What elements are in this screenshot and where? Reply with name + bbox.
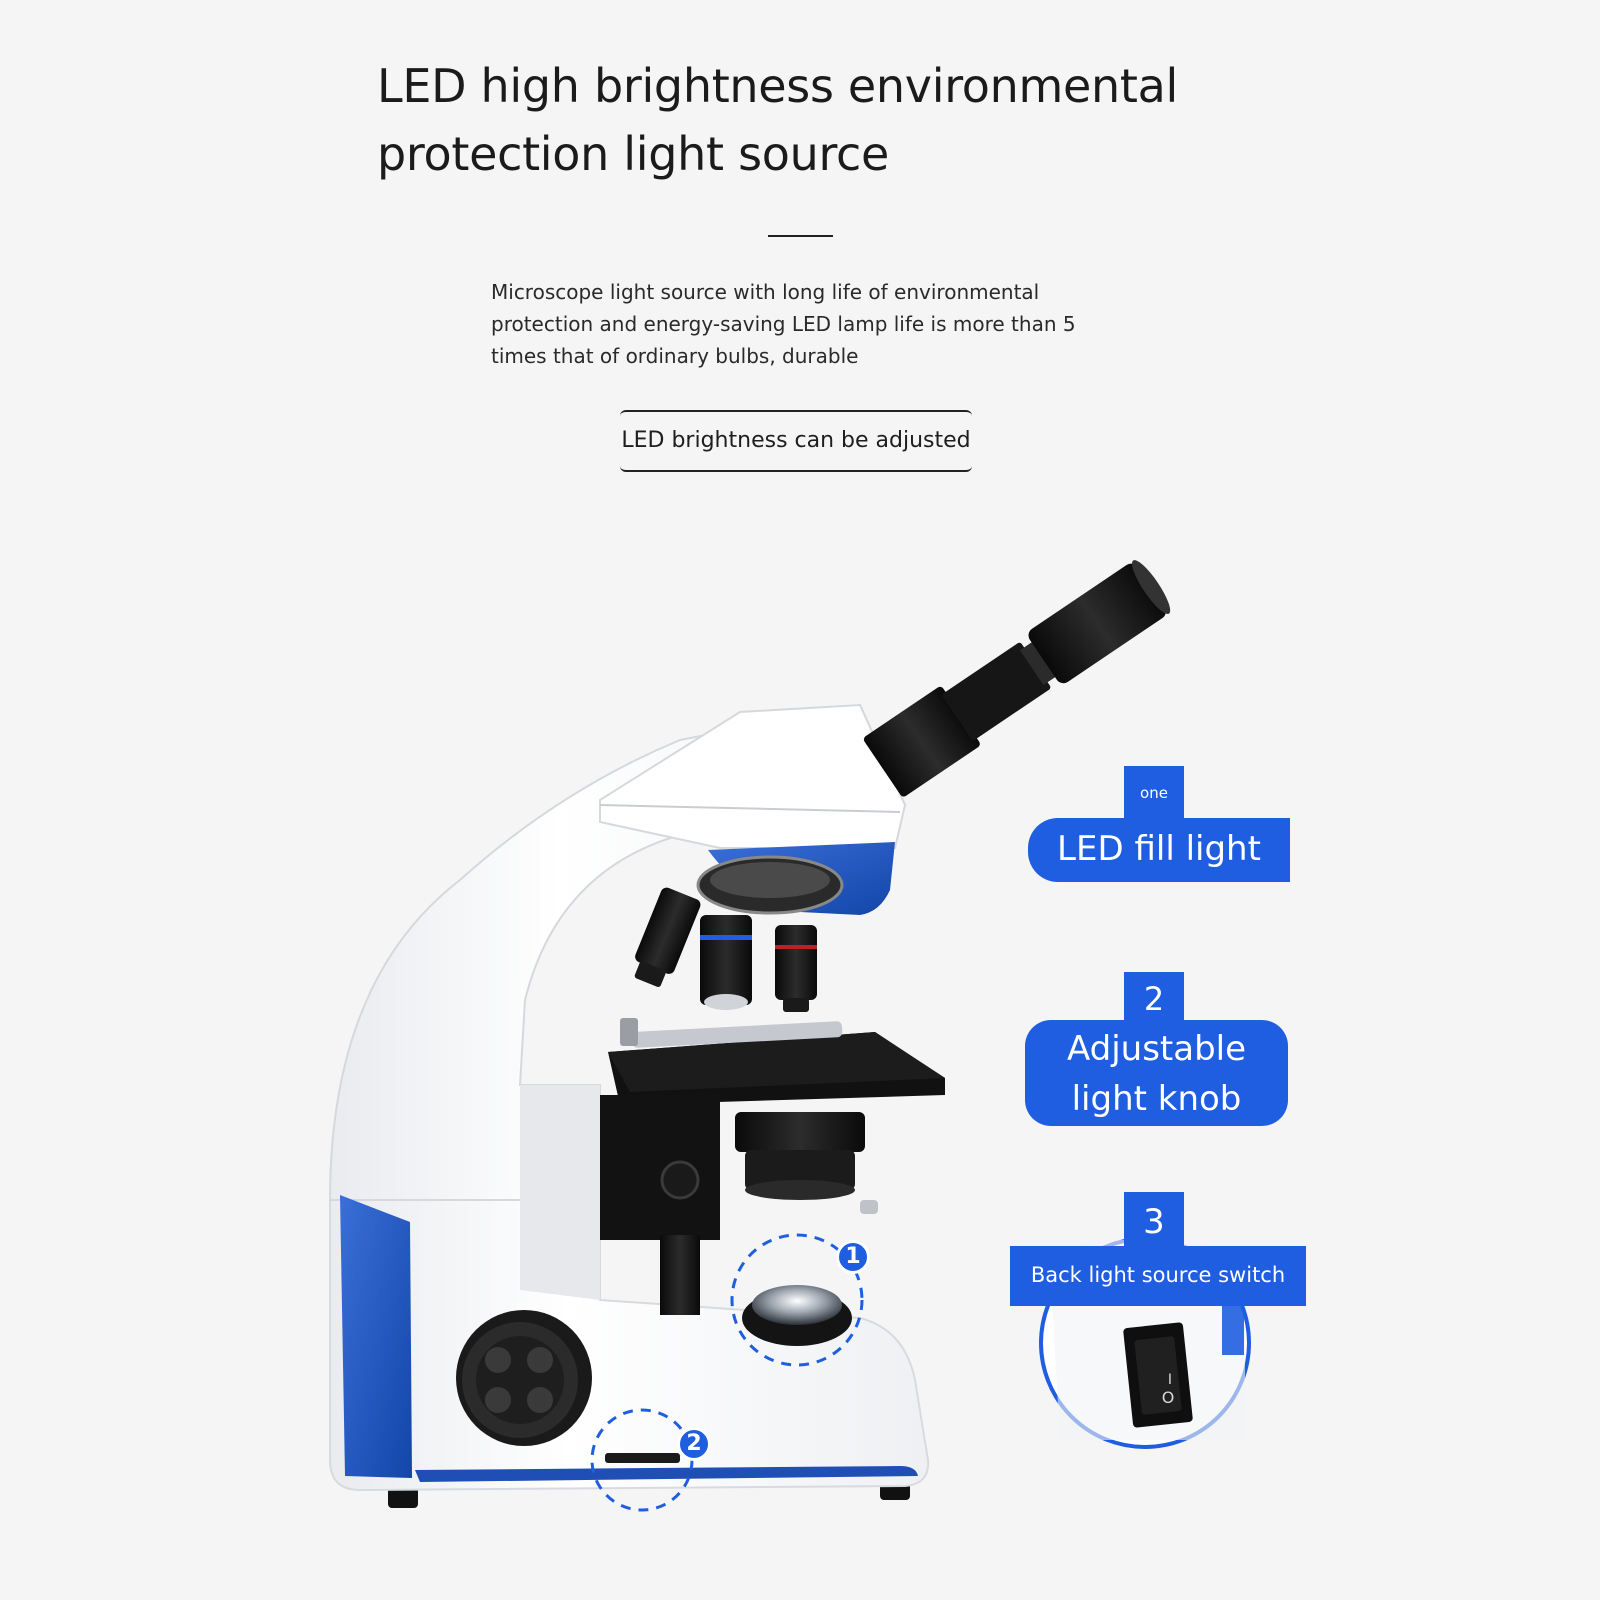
focus-column bbox=[660, 1235, 700, 1315]
feature-2-number: 2 bbox=[1143, 980, 1165, 1018]
coarse-focus-knob bbox=[456, 1310, 592, 1446]
feature-3-number: 3 bbox=[1143, 1202, 1165, 1242]
objective-lenses bbox=[634, 887, 817, 1012]
switch-on-symbol: I bbox=[1167, 1372, 1173, 1388]
arm-shadow bbox=[520, 1085, 600, 1300]
description-line-1: Microscope light source with long life o… bbox=[491, 280, 1040, 304]
feature-1-number-tab bbox=[1124, 766, 1184, 818]
highlight-circle-1 bbox=[730, 1233, 864, 1367]
head-seam bbox=[599, 804, 901, 813]
feature-2-label: Adjustable light knob bbox=[1025, 1024, 1288, 1124]
side-blue-panel bbox=[340, 1195, 412, 1478]
title-line-2: protection light source bbox=[377, 127, 890, 181]
description: Microscope light source with long life o… bbox=[491, 276, 1091, 372]
condenser bbox=[735, 1112, 878, 1214]
page-title: LED high brightness environmental protec… bbox=[377, 52, 1197, 188]
title-line-1: LED high brightness environmental bbox=[377, 59, 1178, 113]
base-blue-trim bbox=[415, 1466, 918, 1482]
brightness-dial bbox=[605, 1453, 680, 1463]
eyepiece bbox=[863, 560, 1171, 797]
marker-badge-2 bbox=[677, 1427, 711, 1461]
marker-label-1: 1 bbox=[845, 1244, 861, 1269]
microscope-arm bbox=[328, 703, 907, 1201]
feature-2-box bbox=[1025, 1020, 1288, 1126]
feature-3-label: Back light source switch bbox=[1030, 1263, 1286, 1287]
highlight-label: LED brightness can be adjusted bbox=[620, 410, 972, 472]
feature-2-number-tab bbox=[1124, 972, 1184, 1022]
feature-1-box bbox=[1028, 818, 1290, 882]
marker-badge-1 bbox=[836, 1240, 870, 1274]
feature-1-label: LED fill light bbox=[1057, 829, 1261, 869]
description-line-3: times that of ordinary bulbs, durable bbox=[491, 344, 859, 368]
stage-block bbox=[600, 1095, 720, 1240]
feature-2-label-line-1: Adjustable bbox=[1066, 1029, 1247, 1069]
feature-1-number: one bbox=[1140, 784, 1168, 802]
feature-3-number-tab bbox=[1124, 1192, 1184, 1248]
switch-off-symbol: O bbox=[1161, 1388, 1175, 1407]
microscope-head bbox=[599, 703, 907, 849]
slide-clip bbox=[632, 1021, 843, 1048]
marker-label-2: 2 bbox=[686, 1431, 702, 1456]
feature-2-label-line-2: light knob bbox=[1071, 1079, 1242, 1119]
stage-knob bbox=[660, 1160, 700, 1200]
title-divider bbox=[768, 235, 833, 237]
feature-3-box bbox=[1010, 1246, 1306, 1306]
description-line-2: protection and energy-saving LED lamp li… bbox=[491, 312, 1076, 336]
